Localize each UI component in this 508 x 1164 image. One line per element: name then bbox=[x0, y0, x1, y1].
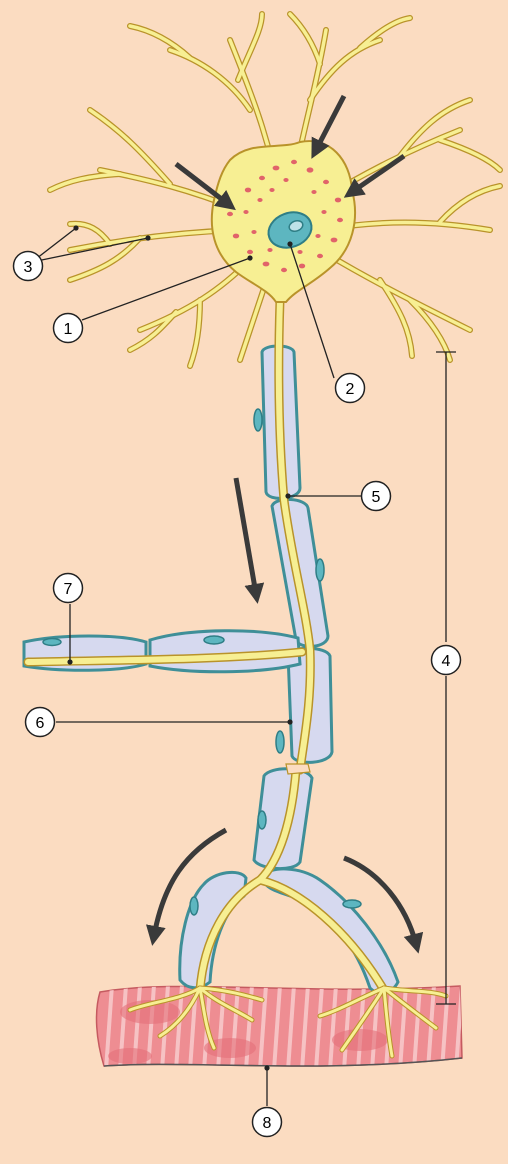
callout-2: 2 bbox=[336, 374, 365, 403]
callout-4-text: 4 bbox=[442, 653, 451, 670]
callout-8-text: 8 bbox=[263, 1115, 272, 1132]
callout-8: 8 bbox=[253, 1108, 282, 1137]
arrow-dendrite-top bbox=[316, 96, 344, 150]
arrow-axon-down bbox=[236, 478, 256, 594]
callout-5-text: 5 bbox=[372, 489, 381, 506]
callout-5: 5 bbox=[362, 482, 391, 511]
callout-4: 4 bbox=[432, 646, 461, 675]
callout-1-text: 1 bbox=[64, 321, 73, 338]
callout-6: 6 bbox=[26, 708, 55, 737]
callout-3-text: 3 bbox=[24, 259, 33, 276]
callout-6-text: 6 bbox=[36, 715, 45, 732]
muscle-fiber bbox=[97, 985, 462, 1070]
myelin-sheath bbox=[24, 346, 398, 993]
callout-2-text: 2 bbox=[346, 381, 355, 398]
axon-break bbox=[286, 764, 310, 774]
callout-3: 3 bbox=[14, 252, 43, 281]
callout-7: 7 bbox=[54, 574, 83, 603]
callout-1: 1 bbox=[54, 314, 83, 343]
callout-7-text: 7 bbox=[64, 581, 73, 598]
